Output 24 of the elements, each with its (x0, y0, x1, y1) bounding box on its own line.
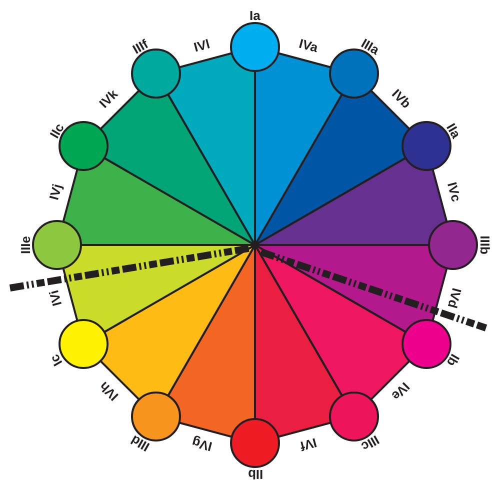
color-label: IIa (444, 120, 464, 140)
color-label: Ia (250, 9, 260, 23)
segment-label: IVa (297, 36, 320, 56)
color-label: IIIc (358, 432, 381, 454)
segment-label: IVe (388, 379, 412, 402)
segment-label: IVl (192, 37, 212, 55)
segment-label: IVi (47, 288, 65, 308)
color-label: Ib (444, 351, 462, 368)
color-label: IIc (47, 120, 67, 140)
color-label: IIId (128, 432, 152, 454)
segment-label: IVd (444, 286, 464, 310)
segment-label: IVc (444, 180, 464, 203)
color-label: Ic (48, 351, 66, 368)
segment-label: IVb (388, 87, 413, 112)
segment-label: IVf (298, 435, 318, 453)
color-label: IIb (248, 467, 263, 481)
segment-label: IVk (97, 87, 121, 112)
segment-label: IVg (190, 434, 214, 454)
color-label: IIIe (19, 236, 34, 254)
color-label: IIIf (130, 36, 151, 57)
segment-label: IVh (97, 378, 122, 403)
color-label: IIIa (358, 36, 381, 58)
color-label: IIIb (476, 236, 491, 254)
segment-label: IVj (47, 182, 65, 202)
